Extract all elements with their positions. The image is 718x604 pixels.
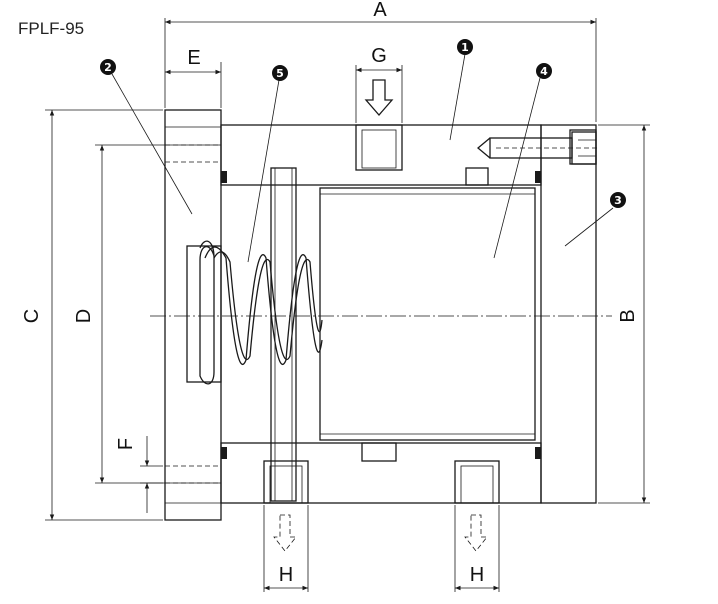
dimension-a: A [164, 0, 597, 122]
dimension-h-left-label: H [279, 564, 293, 586]
dimension-f: F [115, 436, 163, 513]
dimension-g: G [355, 45, 403, 123]
cap-screw [476, 131, 600, 165]
outlet-arrow-right [464, 514, 488, 552]
leader-rear-cap [564, 207, 614, 247]
svg-text:3: 3 [614, 194, 622, 207]
callout-piston: 4 [536, 63, 552, 79]
dimension-e-label: E [187, 47, 200, 69]
svg-text:5: 5 [276, 67, 284, 80]
leader-front-flange [111, 73, 193, 215]
outlet-arrow-left [273, 514, 297, 552]
dimension-a-label: A [373, 0, 387, 21]
spring [199, 240, 323, 385]
dimension-e: E [165, 47, 222, 108]
svg-text:4: 4 [540, 65, 548, 78]
leader-body [449, 53, 466, 141]
dimension-b: B [598, 124, 650, 504]
dimension-b-label: B [617, 309, 639, 322]
callout-rear-cap: 3 [610, 192, 626, 208]
callout-body: 1 [457, 39, 473, 55]
dimension-f-label: F [115, 438, 137, 450]
rear-cap [540, 124, 597, 504]
dimension-c-label: C [21, 309, 43, 323]
leader-spring [247, 79, 280, 263]
leader-piston [493, 77, 541, 259]
callout-front-flange: 2 [100, 59, 116, 75]
inlet-arrow-top [364, 79, 394, 116]
dimension-d-label: D [73, 309, 95, 323]
front-flange [164, 109, 222, 521]
dimension-h-right: H [454, 505, 500, 592]
model-label: FPLF-95 [18, 19, 84, 38]
piston [319, 187, 536, 441]
cylinder-body [220, 124, 542, 504]
dimension-g-label: G [371, 45, 387, 67]
dimension-c: C [21, 109, 163, 521]
dimension-d: D [73, 144, 221, 484]
callout-spring: 5 [272, 65, 288, 81]
dimension-h-right-label: H [470, 564, 484, 586]
dimension-h-left: H [263, 505, 309, 592]
svg-text:2: 2 [104, 61, 112, 74]
svg-text:1: 1 [461, 41, 469, 54]
